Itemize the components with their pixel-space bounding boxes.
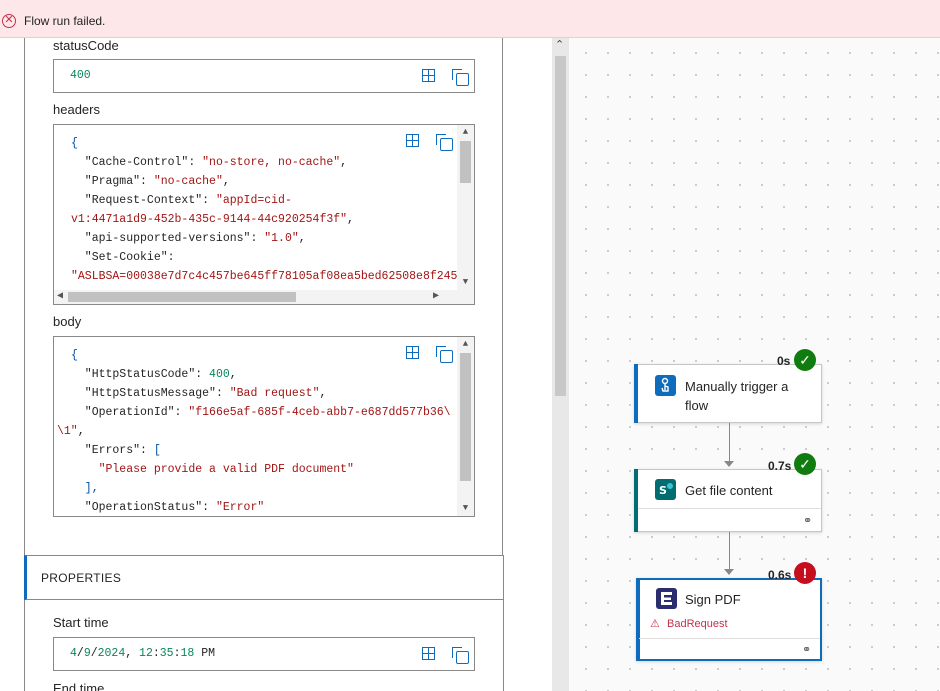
flow-step-sign-pdf[interactable]: Sign PDF ⚠ BadRequest ⚭ [636,578,822,661]
scroll-right-icon[interactable]: ▶ [432,291,439,302]
copy-icon[interactable] [436,346,453,363]
code-line: "OperationId": "f166e5af-685f-4ceb-abb7-… [71,406,451,419]
headers-vertical-scrollbar[interactable]: ▲ ▼ [457,125,474,304]
code-line: "Please provide a valid PDF document" [71,463,354,476]
step-title: Get file content [685,483,773,498]
divider [638,508,821,509]
banner-message: Flow run failed. [24,14,106,28]
scrollbar-thumb[interactable] [460,141,471,183]
copy-icon[interactable] [452,647,469,664]
properties-section-header[interactable]: PROPERTIES [24,555,504,600]
svg-text:S: S [659,484,667,497]
scrollbar-thumb[interactable] [68,292,296,302]
code-line: ], [71,482,99,495]
scroll-left-icon[interactable]: ◀ [57,291,64,302]
step-title-line1: Manually trigger a [685,379,789,394]
pane-scrollbar[interactable]: ⌃ [552,38,569,691]
warning-icon: ⚠ [650,618,660,630]
error-circle-icon: ✕ [2,14,16,28]
headers-label: headers [53,102,100,117]
body-vertical-scrollbar[interactable]: ▲ ▼ [457,337,474,516]
code-line: { [71,349,78,362]
headers-code-box[interactable]: { "Cache-Control": "no-store, no-cache",… [53,124,475,305]
expand-icon[interactable] [406,346,419,359]
code-line: "Pragma": "no-cache", [71,175,230,188]
step-duration: 0.7s [768,459,792,473]
status-code-label: statusCode [53,38,119,53]
code-line: "OperationStatus": "Error" [71,501,265,514]
step-accent-bar [634,469,638,532]
connector-arrow-icon [724,461,734,467]
status-code-field[interactable]: 400 [53,59,475,93]
code-line: "Request-Context": "appId=cid- [71,194,292,207]
scrollbar-thumb[interactable] [555,56,566,396]
end-time-label: End time [53,681,105,691]
expand-icon[interactable] [422,647,435,660]
copy-icon[interactable] [452,69,469,86]
properties-title: PROPERTIES [41,571,122,585]
sharepoint-icon: S [655,479,676,500]
connector-arrow-icon [724,569,734,575]
step-duration: 0.6s [768,568,792,582]
code-line: "Set-Cookie": [71,251,175,264]
scroll-up-icon[interactable]: ▲ [462,339,469,349]
success-check-icon: ✓ [794,349,816,371]
divider [639,638,820,639]
scroll-up-icon[interactable]: ⌃ [555,39,565,51]
headers-horizontal-scrollbar[interactable]: ◀ ▶ [54,290,457,304]
code-line: "Errors": [ [71,444,161,457]
link-icon[interactable]: ⚭ [802,644,812,656]
code-line: "Cache-Control": "no-store, no-cache", [71,156,348,169]
scroll-up-icon[interactable]: ▲ [462,127,469,137]
expand-icon[interactable] [406,134,419,147]
run-details-pane: statusCode 400 headers { "Cache-Control"… [0,38,552,691]
divider [24,600,25,691]
step-accent-bar [636,579,640,660]
start-time-label: Start time [53,615,109,630]
scrollbar-thumb[interactable] [460,353,471,481]
code-line: v1:4471a1d9-452b-435c-9144-44c920254f3f"… [71,213,354,226]
success-check-icon: ✓ [794,453,816,475]
divider [503,600,504,691]
scroll-down-icon[interactable]: ▼ [462,503,469,513]
scroll-down-icon[interactable]: ▼ [462,277,469,287]
step-title-line2: flow [685,398,709,413]
error-exclamation-icon: ! [794,562,816,584]
link-icon[interactable]: ⚭ [803,515,813,527]
body-label: body [53,314,82,329]
connector-line [729,532,730,570]
start-time-field[interactable]: 4/9/2024, 12:35:18 PM [53,637,475,671]
code-line: "api-supported-versions": "1.0", [71,232,306,245]
code-line: { [71,137,78,150]
expand-icon[interactable] [422,69,435,82]
code-line: "HttpStatusCode": 400, [71,368,237,381]
step-title: Sign PDF [685,592,741,607]
code-line: "HttpStatusMessage": "Bad request", [71,387,327,400]
sign-pdf-icon [656,588,677,609]
flow-step-get-file-content[interactable]: S Get file content ⚭ [634,469,822,532]
copy-icon[interactable] [436,134,453,151]
error-banner: ✕ Flow run failed. [0,0,940,38]
body-code: { "HttpStatusCode": 400, "HttpStatusMess… [54,337,457,516]
code-line: "ASLBSA=00038e7d7c4c457be645ff78105af08e… [71,270,457,283]
step-duration: 0s [777,354,791,368]
connector-line [729,423,730,463]
step-accent-bar [634,364,638,423]
step-error-text: BadRequest [667,618,728,630]
flow-step-manual-trigger[interactable]: Manually trigger a flow [634,364,822,423]
body-code-box[interactable]: { "HttpStatusCode": 400, "HttpStatusMess… [53,336,475,517]
start-time-value: 4/9/2024, 12:35:18 PM [70,647,216,660]
status-code-value: 400 [70,69,91,82]
hand-touch-icon [655,375,676,396]
headers-code: { "Cache-Control": "no-store, no-cache",… [54,125,457,304]
code-line: \1", [57,425,85,438]
